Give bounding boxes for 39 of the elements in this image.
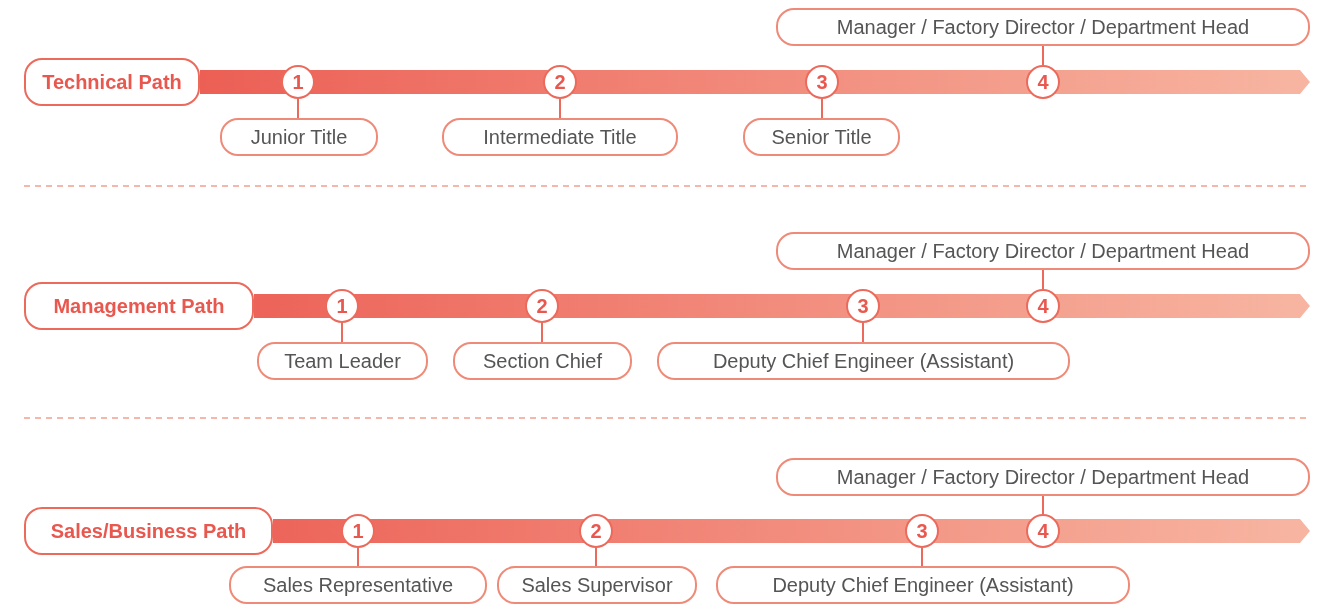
leader-line bbox=[1042, 495, 1044, 515]
leader-line bbox=[559, 98, 561, 119]
step-circle: 1 bbox=[341, 514, 375, 548]
leader-line bbox=[1042, 45, 1044, 66]
step-circle: 4 bbox=[1026, 289, 1060, 323]
step-circle: 2 bbox=[579, 514, 613, 548]
leader-line bbox=[341, 322, 343, 343]
step-circle: 2 bbox=[543, 65, 577, 99]
title-box: Sales Supervisor bbox=[497, 566, 697, 604]
leader-line bbox=[595, 547, 597, 567]
leader-line bbox=[821, 98, 823, 119]
leader-line bbox=[297, 98, 299, 119]
title-box: Deputy Chief Engineer (Assistant) bbox=[657, 342, 1070, 380]
step-circle: 3 bbox=[905, 514, 939, 548]
title-box: Sales Representative bbox=[229, 566, 487, 604]
title-box: Manager / Factory Director / Department Head bbox=[776, 8, 1310, 46]
leader-line bbox=[921, 547, 923, 567]
leader-line bbox=[1042, 269, 1044, 290]
title-box: Section Chief bbox=[453, 342, 632, 380]
leader-line bbox=[357, 547, 359, 567]
title-box: Manager / Factory Director / Department Head bbox=[776, 232, 1310, 270]
title-box: Intermediate Title bbox=[442, 118, 678, 156]
step-circle: 1 bbox=[281, 65, 315, 99]
path-label: Management Path bbox=[24, 282, 254, 330]
path-label: Technical Path bbox=[24, 58, 200, 106]
step-circle: 4 bbox=[1026, 514, 1060, 548]
step-circle: 3 bbox=[805, 65, 839, 99]
title-box: Manager / Factory Director / Department Head bbox=[776, 458, 1310, 496]
step-circle: 4 bbox=[1026, 65, 1060, 99]
title-box: Senior Title bbox=[743, 118, 900, 156]
leader-line bbox=[862, 322, 864, 343]
step-circle: 2 bbox=[525, 289, 559, 323]
title-box: Deputy Chief Engineer (Assistant) bbox=[716, 566, 1130, 604]
leader-line bbox=[541, 322, 543, 343]
title-box: Junior Title bbox=[220, 118, 378, 156]
step-circle: 3 bbox=[846, 289, 880, 323]
title-box: Team Leader bbox=[257, 342, 428, 380]
step-circle: 1 bbox=[325, 289, 359, 323]
path-label: Sales/Business Path bbox=[24, 507, 273, 555]
